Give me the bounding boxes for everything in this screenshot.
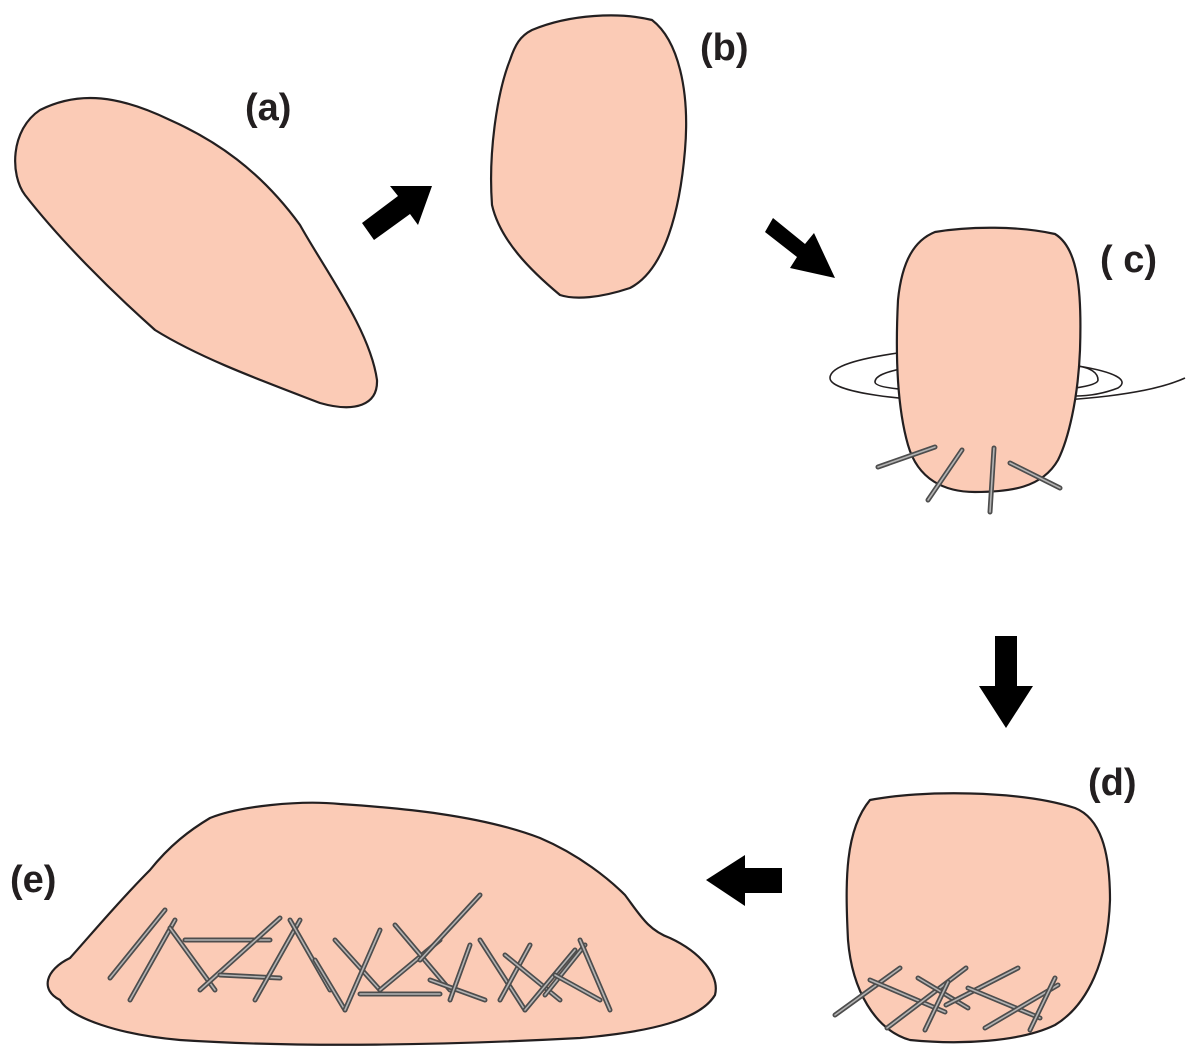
label-a: (a) bbox=[245, 87, 291, 129]
shape-a bbox=[15, 98, 377, 407]
arrow-a-to-b bbox=[362, 186, 432, 240]
label-d: (d) bbox=[1088, 762, 1137, 804]
stage-e: (e) bbox=[10, 803, 716, 1045]
arrow-b-to-c bbox=[765, 218, 835, 278]
shape-b bbox=[491, 15, 686, 297]
arrow-c-to-d bbox=[979, 636, 1033, 728]
label-b: (b) bbox=[700, 27, 749, 69]
shape-e bbox=[48, 803, 716, 1045]
stage-c: ( c) bbox=[830, 228, 1185, 512]
shape-d bbox=[847, 793, 1110, 1042]
stage-a: (a) bbox=[15, 87, 377, 407]
label-e: (e) bbox=[10, 859, 56, 901]
stage-d: (d) bbox=[835, 762, 1137, 1042]
stage-b: (b) bbox=[491, 15, 748, 297]
label-c: ( c) bbox=[1100, 239, 1157, 281]
arrow-d-to-e bbox=[706, 855, 782, 906]
